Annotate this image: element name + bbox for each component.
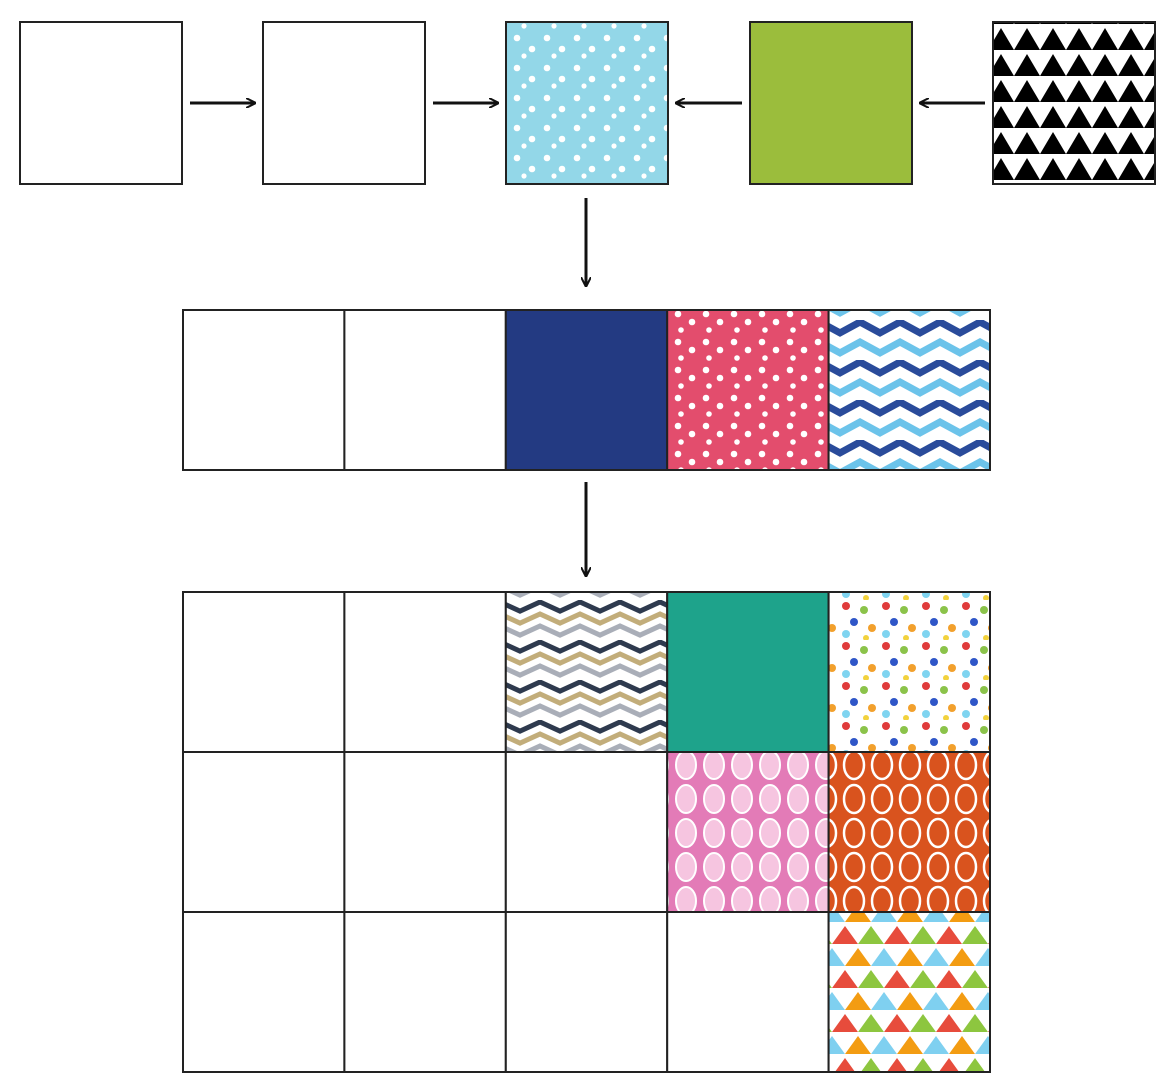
top-row bbox=[19, 21, 1156, 185]
grid-cell-orange-oval-lattice bbox=[827, 751, 991, 913]
tile-blank bbox=[19, 21, 183, 185]
grid-cell-multicolor-triangles bbox=[827, 911, 991, 1073]
grid-cell-blank bbox=[182, 751, 346, 913]
bottom-grid bbox=[182, 591, 991, 1073]
tile-blank bbox=[262, 21, 426, 185]
tile-black-white-triangle bbox=[992, 21, 1156, 185]
grid-cell-blank bbox=[504, 751, 669, 913]
middle-strip bbox=[182, 309, 991, 471]
strip-cell-blank bbox=[343, 309, 507, 471]
strip-cell-navy-solid bbox=[504, 309, 669, 471]
strip-cell-pink-polka-dot bbox=[666, 309, 830, 471]
tile-light-blue-polka-dot bbox=[505, 21, 669, 185]
strip-cell-blue-chevron bbox=[827, 309, 991, 471]
grid-cell-blank bbox=[504, 911, 669, 1073]
grid-cell-blank bbox=[182, 911, 346, 1073]
grid-cell-multicolor-dots bbox=[827, 591, 991, 753]
grid-cell-pink-oval-lattice bbox=[666, 751, 830, 913]
grid-cell-blank bbox=[343, 591, 507, 753]
grid-cell-blank bbox=[182, 591, 346, 753]
grid-cell-teal-solid bbox=[666, 591, 830, 753]
grid-cell-gray-tan-chevron bbox=[504, 591, 669, 753]
tile-lime-green-solid bbox=[749, 21, 913, 185]
grid-cell-blank bbox=[343, 751, 507, 913]
grid-cell-blank bbox=[343, 911, 507, 1073]
strip-cell-blank bbox=[182, 309, 346, 471]
grid-cell-blank bbox=[666, 911, 830, 1073]
